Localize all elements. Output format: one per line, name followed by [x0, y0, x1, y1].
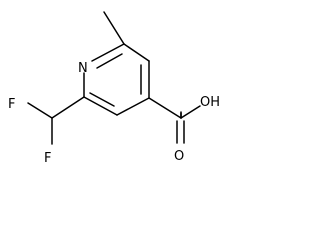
bond-c2-chf2: [51, 96, 85, 119]
bond-n1-c6-double: [96, 53, 123, 69]
label-carbonyl-oxygen: O: [174, 149, 184, 164]
bond-c3-c2: [83, 96, 118, 116]
chemical-structure-diagram: N F F OH O: [8, 11, 220, 166]
bond-methyl: [103, 11, 125, 45]
bond-c3-c2-double: [89, 92, 115, 107]
bond-c-f-top: [27, 102, 53, 119]
label-fluorine-bottom: F: [44, 151, 51, 166]
bond-c6-c5: [123, 43, 150, 62]
atom-labels: N F F OH O: [8, 61, 220, 166]
bond-c4-c3: [116, 97, 150, 116]
label-hydroxyl: OH: [200, 95, 220, 110]
bond-n1-c6: [91, 43, 125, 62]
bond-c-to-oh: [180, 105, 201, 119]
bond-c4-cooh: [148, 97, 182, 119]
bond-lines: [27, 11, 201, 145]
label-fluorine-top: F: [8, 97, 15, 112]
label-ring-nitrogen: N: [78, 61, 88, 76]
